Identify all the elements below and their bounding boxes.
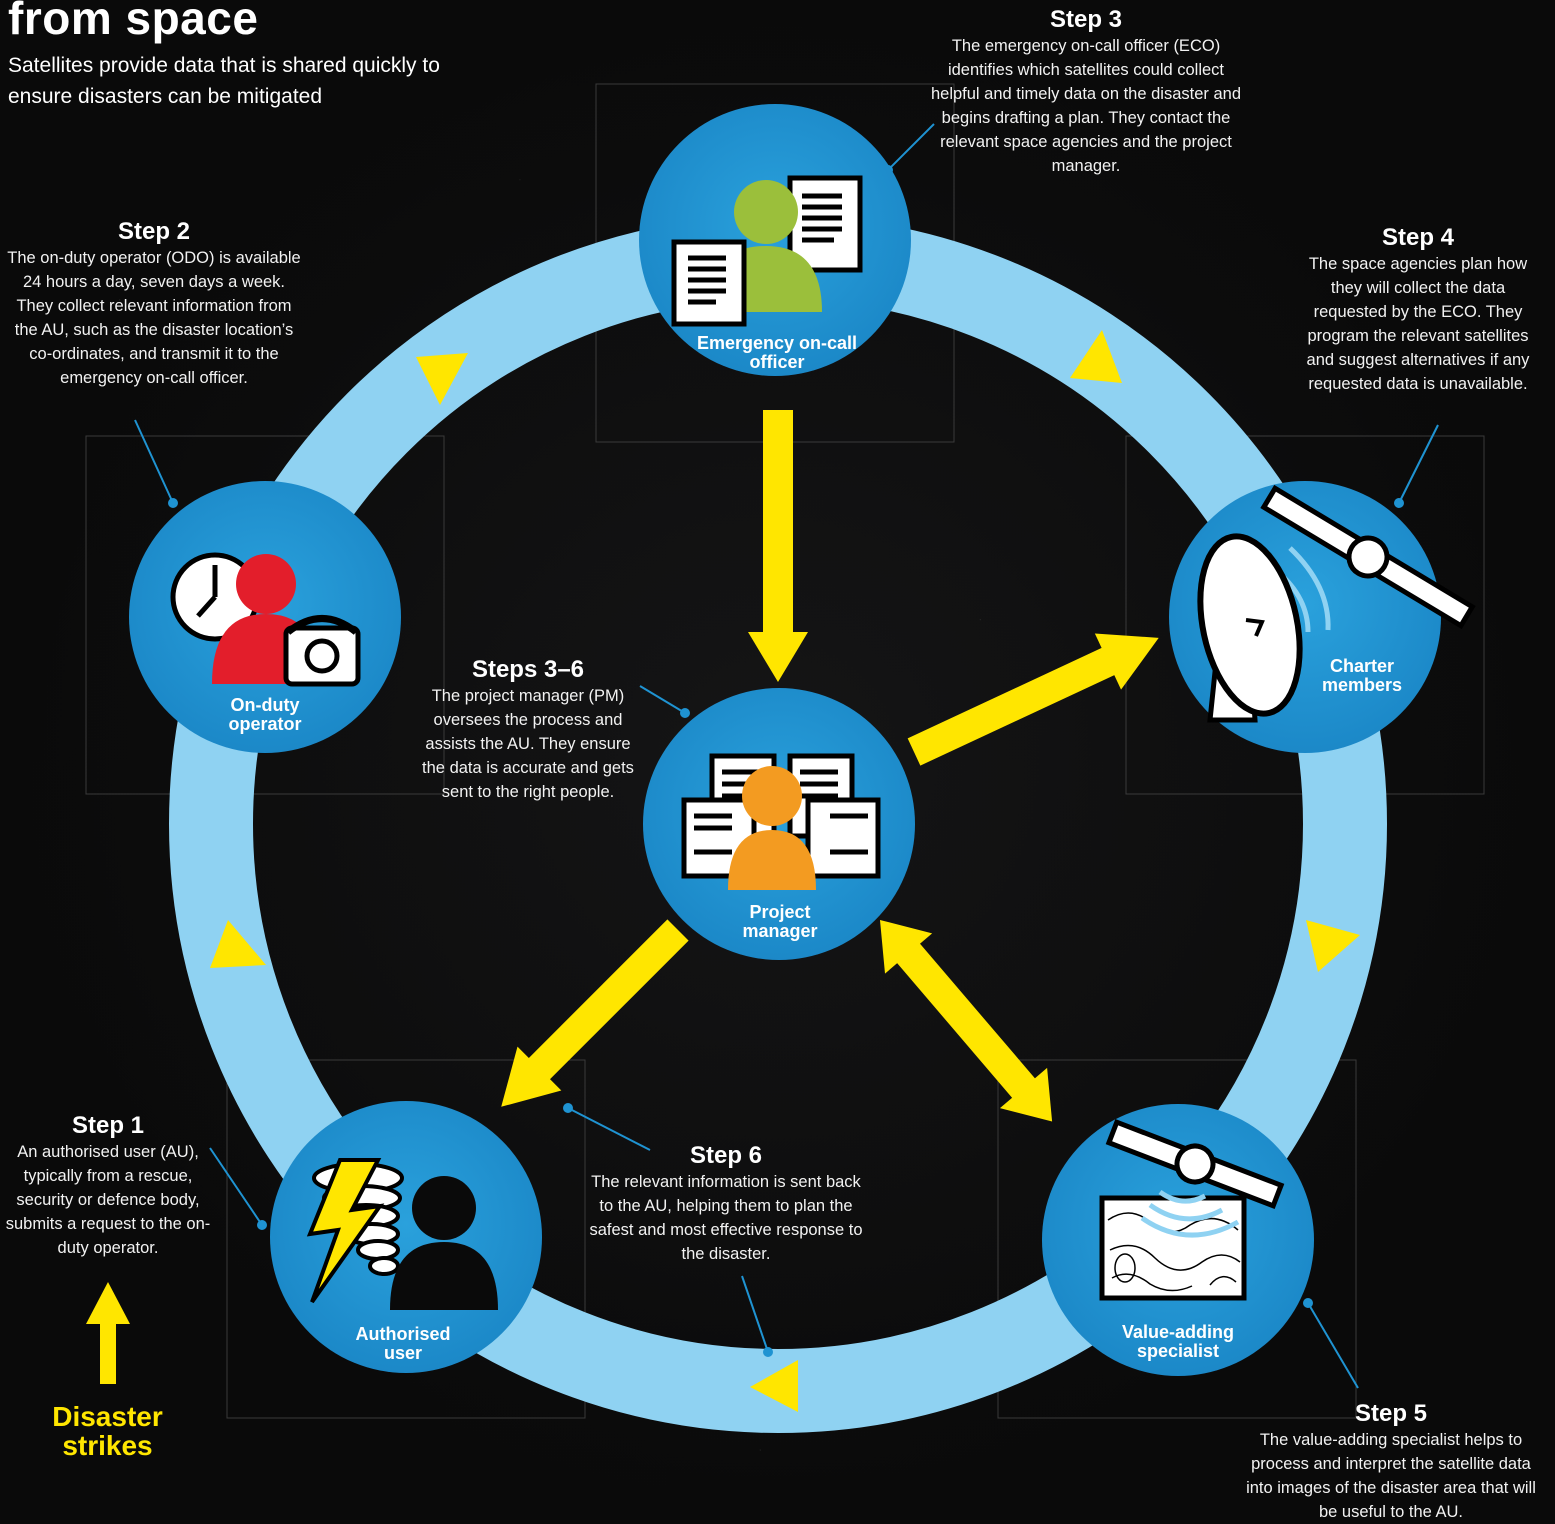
node-label-au: Authorised user: [355, 1324, 451, 1363]
step6-title: Step 6: [689, 1142, 763, 1169]
map-icon: [1099, 1195, 1247, 1301]
step2-body: The on-duty operator (ODO) is available …: [7, 249, 301, 387]
person-icon: [728, 766, 816, 890]
ring-arrow-bottom: [750, 1360, 798, 1412]
step6-body: The relevant information is sent back to…: [589, 1173, 863, 1263]
step4-body: The space agencies plan how they will co…: [1306, 255, 1530, 393]
node-odo: [129, 481, 401, 753]
arrow-pm-to-charter: [907, 633, 1159, 766]
connector-arrows: [86, 410, 1159, 1384]
person-icon: [390, 1176, 498, 1310]
step1-title: Step 1: [71, 1112, 145, 1139]
step3-body: The emergency on-call officer (ECO) iden…: [930, 37, 1242, 175]
step5-title: Step 5: [1354, 1400, 1428, 1427]
leader-lines: [134, 123, 1439, 1389]
step4-title: Step 4: [1381, 224, 1455, 251]
step3-title: Step 3: [1049, 6, 1123, 33]
signal-waves-icon: [1140, 1189, 1240, 1238]
step1-block: Step 1 An authorised user (AU), typicall…: [2, 1112, 214, 1260]
ring-arrow-left-upper: [416, 353, 468, 405]
ring-arrow-right-lower: [1306, 920, 1360, 972]
page-title: from space: [8, 0, 259, 44]
node-vas: [1042, 1104, 1314, 1376]
arrow-eco-to-pm: [748, 410, 808, 682]
document-icon: [681, 797, 881, 879]
satellite-icon: [1105, 1118, 1285, 1210]
clock-icon: [170, 552, 260, 642]
steps36-title: Steps 3–6: [471, 656, 585, 683]
page-subtitle: Satellites provide data that is shared q…: [8, 54, 440, 108]
node-label-eco: Emergency on-call officer: [696, 333, 858, 372]
node-label-odo: On-duty operator: [228, 695, 302, 734]
step1-body: An authorised user (AU), typically from …: [5, 1143, 211, 1257]
node-label-pm: Project manager: [742, 902, 818, 941]
document-icon: [671, 239, 747, 327]
ring-direction-arrows: [210, 330, 1360, 1412]
steps36-block: Steps 3–6 The project manager (PM) overs…: [418, 656, 638, 804]
document-icon: [787, 175, 863, 273]
step4-block: Step 4 The space agencies plan how they …: [1296, 224, 1540, 396]
node-au: [270, 1101, 542, 1373]
step5-body: The value-adding specialist helps to pro…: [1246, 1431, 1536, 1521]
step5-block: Step 5 The value-adding specialist helps…: [1238, 1400, 1544, 1524]
node-charter: [1169, 481, 1476, 753]
lightning-icon: [306, 1158, 385, 1304]
ring-arrow-right-upper: [1070, 330, 1122, 383]
arrow-disaster-strikes: [86, 1282, 130, 1384]
step2-title: Step 2: [117, 218, 191, 245]
telephone-icon: [283, 615, 361, 687]
arrow-pm-vas-double: [880, 920, 1053, 1122]
disaster-strikes-label: Disaster strikes: [52, 1401, 163, 1461]
steps36-body: The project manager (PM) oversees the pr…: [422, 687, 634, 801]
satellite-icon: [1260, 484, 1476, 630]
node-pm: [643, 688, 915, 960]
node-eco: [639, 104, 911, 376]
step6-block: Step 6 The relevant information is sent …: [584, 1142, 868, 1266]
node-label-vas: Value-adding specialist: [1121, 1322, 1235, 1361]
step3-block: Step 3 The emergency on-call officer (EC…: [928, 6, 1244, 178]
satellite-dish-icon: [1197, 533, 1303, 723]
node-label-charter: Charter members: [1321, 656, 1403, 695]
step2-block: Step 2 The on-duty operator (ODO) is ava…: [4, 218, 304, 390]
arrow-pm-to-au: [501, 919, 689, 1107]
ring-arrow-left-lower: [210, 920, 266, 968]
